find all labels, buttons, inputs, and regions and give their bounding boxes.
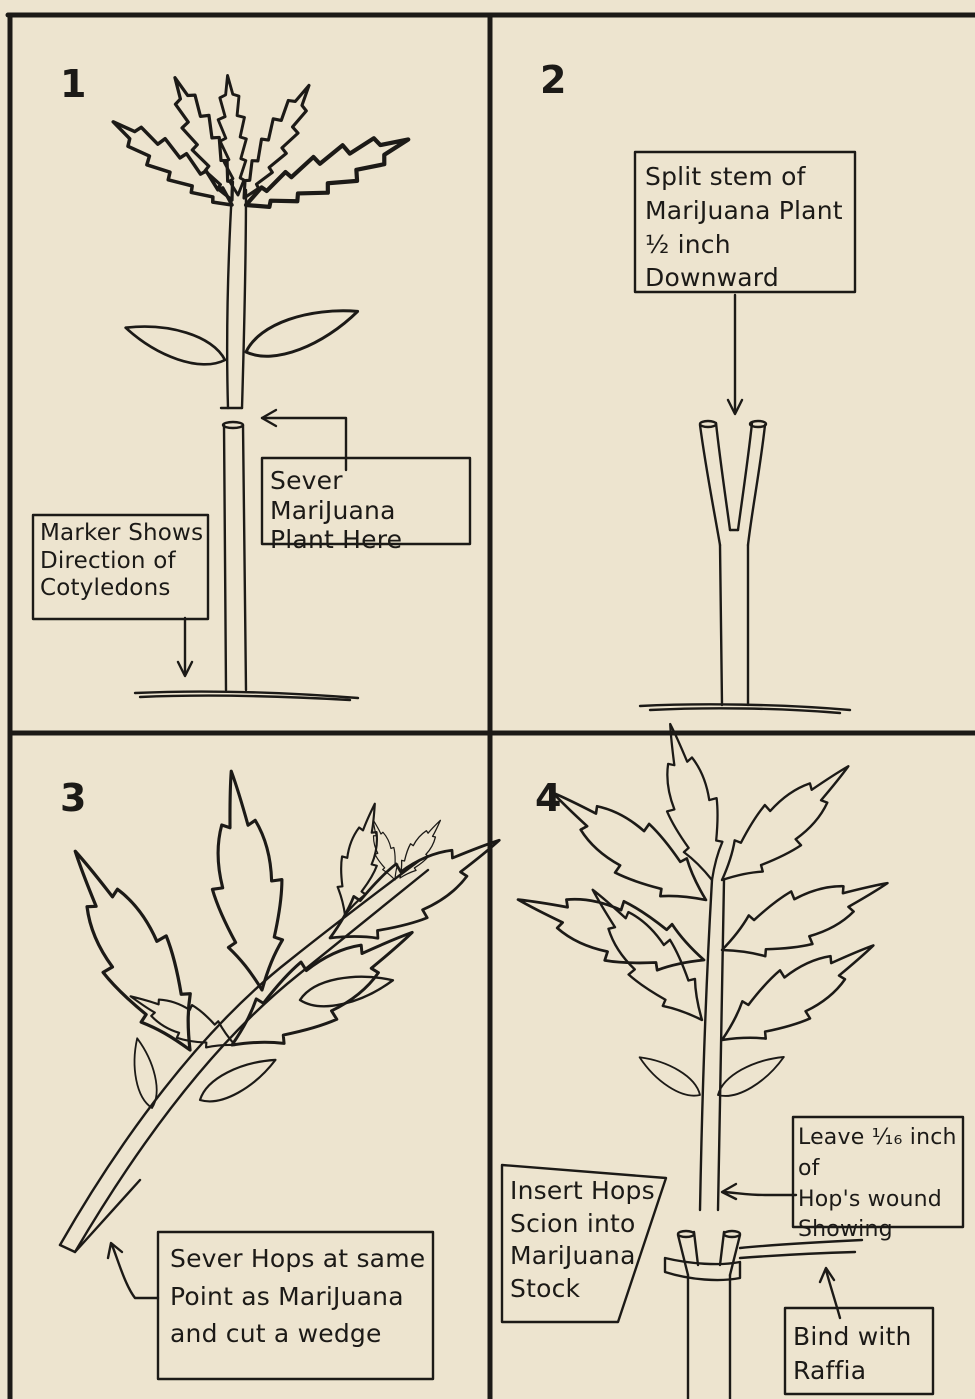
leaf xyxy=(195,1050,281,1110)
panel-number-2: 2 xyxy=(540,58,566,102)
label-sever-hops: Sever Hops at same Point as MariJuana an… xyxy=(170,1240,432,1353)
leaf xyxy=(707,921,888,1064)
leaf xyxy=(635,1049,706,1103)
arrow-marker xyxy=(178,618,192,676)
label-sever-marijuana: Sever MariJuana Plant Here xyxy=(270,466,468,555)
marijuana-top xyxy=(104,71,415,408)
leaf xyxy=(704,746,866,900)
leaf xyxy=(536,768,723,924)
leaf xyxy=(508,870,713,989)
panel-number-4: 4 xyxy=(535,776,561,820)
leaf xyxy=(44,833,222,1068)
arrow-leave xyxy=(722,1184,796,1199)
arrow-bind xyxy=(820,1268,840,1318)
leaf xyxy=(128,1036,162,1110)
panel-number-3: 3 xyxy=(60,776,86,820)
label-bind-raffia: Bind with Raffia xyxy=(793,1320,933,1388)
panel-number-1: 1 xyxy=(60,62,86,106)
label-insert-scion: Insert Hops Scion into MariJuana Stock xyxy=(510,1175,660,1305)
leaf xyxy=(239,122,416,223)
cotyledon-right xyxy=(241,296,363,367)
arrow-split xyxy=(728,295,742,414)
hops-scion xyxy=(44,766,515,1252)
leaf xyxy=(214,74,251,196)
arrow-sever-hops xyxy=(108,1243,158,1298)
leaf xyxy=(214,904,430,1074)
label-marker-cotyledons: Marker Shows Direction of Cotyledons xyxy=(40,520,208,603)
label-split-stem: Split stem of MariJuana Plant ½ inch Dow… xyxy=(645,160,855,295)
label-leave-wound: Leave ¹⁄₁₆ inch of Hop's wound Showing xyxy=(798,1123,963,1246)
arrow-sever xyxy=(262,410,346,470)
leaf xyxy=(645,717,736,886)
leaf xyxy=(196,766,296,995)
split-stem xyxy=(640,421,850,713)
panel-1-drawing xyxy=(33,71,470,700)
cotyledon-left xyxy=(121,314,229,373)
leaf xyxy=(314,813,514,965)
leaf xyxy=(297,968,395,1013)
leaf xyxy=(713,1048,789,1104)
